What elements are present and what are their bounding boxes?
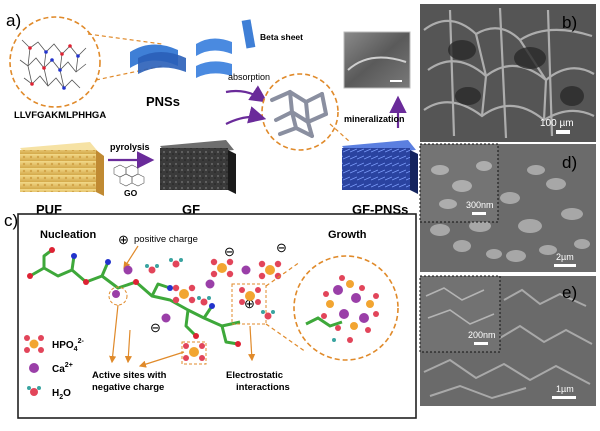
calcium-ion-bound (112, 290, 120, 298)
panel-e-scalebar (552, 396, 576, 399)
peptide-chain-icon (29, 248, 241, 346)
positive-charge-arrow (123, 245, 139, 270)
panel-c: c) Nucleation Growth ⊕ positive charge (4, 211, 417, 419)
panel-e-inset-scalebar (474, 342, 488, 345)
negative-charge-symbol-2: ⊖ (224, 244, 235, 259)
electrostatic-arrow (248, 325, 256, 362)
gfpns-sponge-image (342, 140, 418, 194)
phosphate-ion (183, 343, 205, 361)
growth-label: Growth (328, 229, 367, 241)
gf-sponge-image (160, 140, 236, 194)
mineralization-label: mineralization (344, 114, 405, 124)
go-sheet-icon (113, 164, 145, 187)
panel-b-letter: b) (562, 13, 577, 32)
electrostatic-label-line1: Electrostatic (226, 370, 283, 381)
negative-charge-symbol-1: ⊖ (150, 320, 161, 335)
sem-image-e-texture (423, 288, 593, 400)
panel-b-scale-label: 100 µm (540, 118, 574, 129)
pns-label: PNSs (146, 94, 180, 109)
calcium-ion (205, 279, 215, 289)
sem-thumbnail-texture (347, 56, 407, 71)
panel-d-scalebar (554, 264, 576, 267)
phosphate-ion (172, 284, 196, 304)
electrostatic-box (231, 283, 267, 325)
sem-image-b (420, 4, 596, 142)
inset-image-e (419, 275, 501, 353)
panel-d: d) 300nm 2µm (419, 143, 596, 272)
panel-d-letter: d) (562, 153, 577, 172)
positive-charge-symbol: ⊕ (118, 232, 129, 247)
sem-image-b-texture (423, 7, 595, 139)
peptide-structure-icon (19, 39, 87, 89)
calcium-ion (241, 265, 251, 275)
legend-calcium: Ca2+ (29, 362, 73, 375)
absorption-label: absorption (228, 72, 270, 82)
positive-charge-symbol-2: ⊕ (244, 296, 255, 311)
panel-a: a) LLVFGAKMLPHHGA PNSs (6, 11, 418, 217)
peptide-circle (9, 16, 101, 108)
active-site-circle (108, 286, 128, 306)
active-sites-label-line2: negative charge (92, 382, 164, 393)
active-sites-arrow-2 (124, 329, 132, 364)
active-sites-label-line1: Active sites with (92, 370, 167, 381)
growth-peptide-icon (305, 316, 343, 328)
panel-c-letter: c) (4, 211, 18, 230)
pns-nanosheets-icon (130, 38, 232, 78)
positive-charge-label: positive charge (134, 234, 198, 245)
peptide-sequence: LLVFGAKMLPHHGA (14, 110, 106, 121)
water-molecule (145, 264, 159, 274)
graphene-network-icon (270, 89, 328, 138)
panel-e: e) 200nm 1µm (419, 275, 596, 406)
svg-text:Ca2+: Ca2+ (52, 362, 73, 375)
active-sites-arrow-3 (138, 351, 185, 368)
calcium-ion (161, 313, 171, 323)
panel-e-inset-scale-label: 200nm (468, 330, 496, 340)
gf-to-network-arrow (225, 106, 267, 125)
calcium-ion (123, 265, 133, 275)
legend-phosphate: HPO42- (24, 335, 84, 353)
growth-projection-line-bottom (265, 323, 307, 353)
peptide-chain-atoms (27, 247, 241, 347)
phosphate-ion (258, 260, 282, 280)
absorption-arrow (225, 85, 268, 103)
negative-charge-symbol-3: ⊖ (276, 240, 287, 255)
sem-image-d-texture (430, 165, 590, 262)
legend-water: H2O (27, 386, 71, 401)
active-sites-arrow-1 (109, 304, 119, 364)
panel-b: b) 100 µm (420, 4, 596, 142)
mineral-cluster-icon (321, 275, 379, 343)
go-label: GO (124, 188, 138, 198)
electrostatic-label-line2: interactions (236, 382, 290, 393)
pyrolysis-label: pyrolysis (110, 142, 150, 152)
nucleation-label: Nucleation (40, 229, 97, 241)
growth-cluster-circle (293, 255, 399, 361)
puf-sponge-image (20, 142, 104, 196)
panel-e-letter: e) (562, 283, 577, 302)
panel-b-scalebar (556, 130, 570, 134)
peptide-atoms (28, 44, 80, 90)
svg-text:H2O: H2O (52, 388, 71, 401)
phosphate-ion (210, 258, 234, 278)
beta-sheet-label: Beta sheet (260, 32, 303, 42)
panel-e-scale-label: 1µm (556, 384, 574, 394)
panel-d-scale-label: 2µm (556, 252, 574, 262)
network-circle (261, 73, 339, 151)
water-molecule (169, 258, 183, 268)
inset-image-e-texture (425, 287, 495, 325)
sem-image-b-pores (448, 40, 584, 106)
beta-sheet-icon (241, 19, 256, 49)
projection-line-top (87, 33, 163, 45)
sem-thumbnail-scalebar (390, 80, 402, 82)
network-to-gfpns-line (329, 123, 351, 143)
phosphate-ion (239, 287, 261, 305)
inset-image-d-texture (431, 161, 492, 209)
panel-d-inset-scalebar (472, 212, 486, 215)
panel-d-inset-scale-label: 300nm (466, 200, 494, 210)
water-molecule (197, 296, 211, 306)
water-molecule (261, 310, 275, 320)
svg-text:HPO42-: HPO42- (52, 338, 84, 353)
panel-a-letter: a) (6, 11, 21, 30)
